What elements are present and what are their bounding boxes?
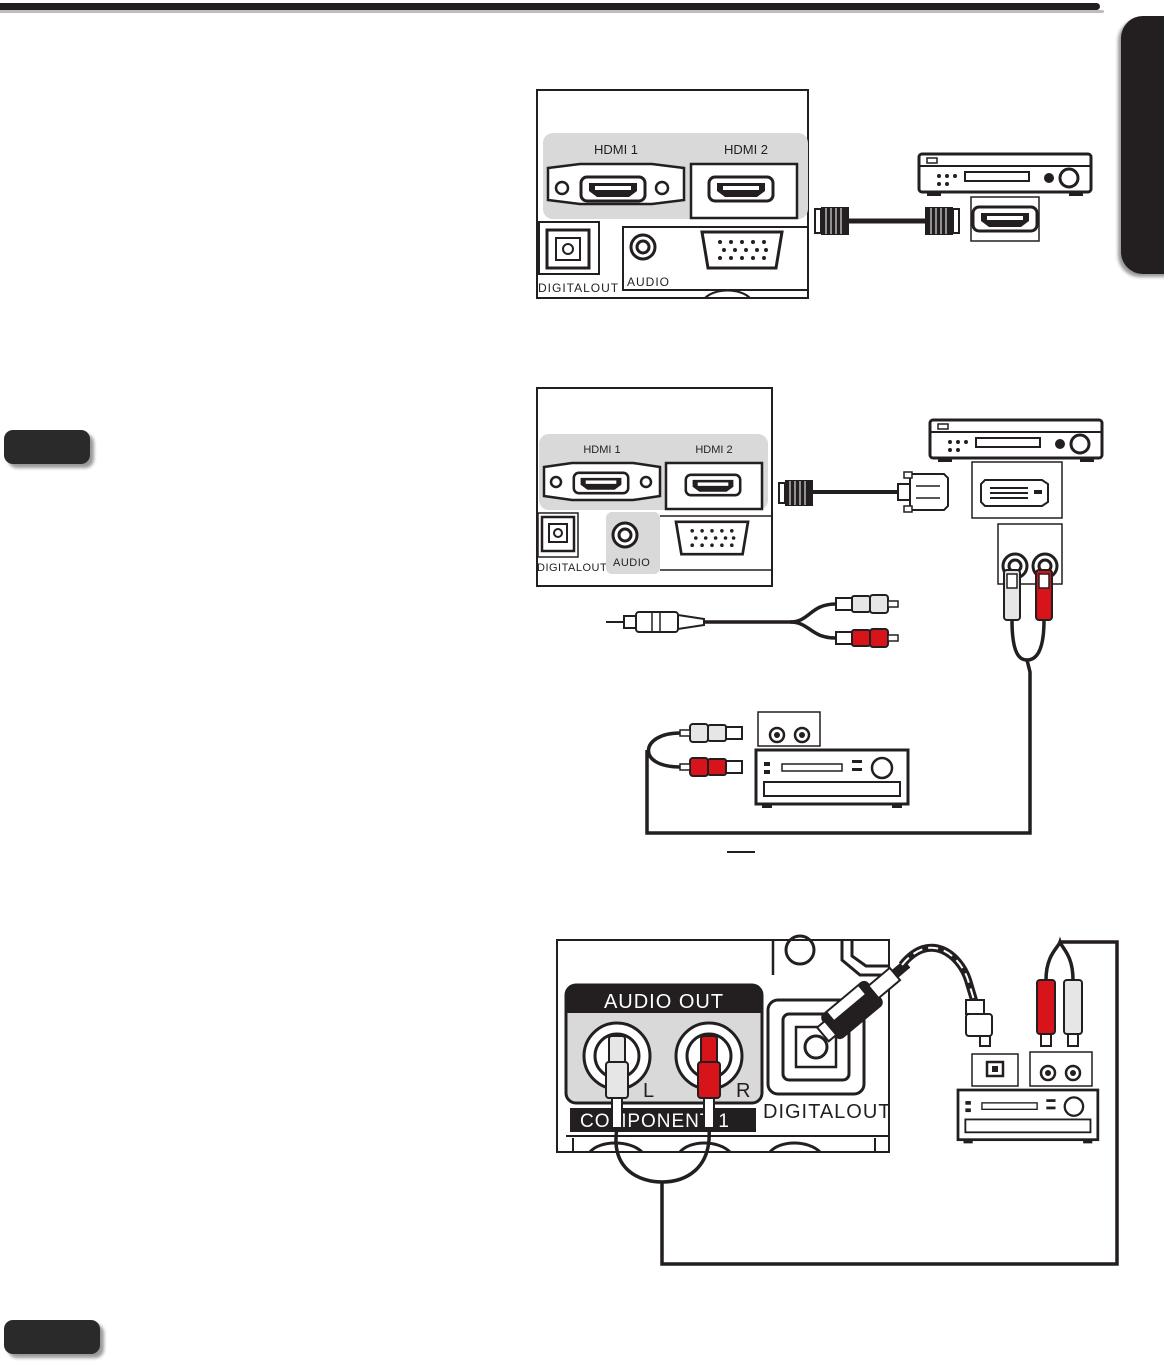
hdmi2-label: HDMI 2 (724, 142, 768, 157)
optical-cable (815, 943, 993, 1047)
hdmi-cable (814, 207, 960, 235)
hdmi1-port (572, 471, 630, 495)
digital-out-label: DIGITALOUT (537, 562, 607, 574)
audio-label: AUDIO (613, 557, 650, 569)
player-hdmi-port (971, 205, 1039, 233)
vga-port (700, 230, 784, 270)
digital-out-label: DIGITALOUT (763, 1101, 892, 1123)
dvd-player-icon (928, 418, 1104, 464)
tv-rca-plugs (605, 940, 1119, 1266)
hdmi2-port (707, 175, 775, 203)
header-rule-shadow (0, 10, 1104, 13)
hdmi1-label: HDMI 1 (594, 142, 638, 157)
audio-label: AUDIO (627, 275, 670, 289)
hdmi1-port (579, 175, 647, 203)
receiver-audio-in-box (1029, 1051, 1093, 1087)
diagram-3-audio-out-connection: AUDIO OUT L R DIGITALOUT COMPONENT 1 (556, 934, 1119, 1266)
minijack-rca-cable (606, 594, 899, 648)
note-badge (4, 430, 90, 464)
hdmi2-port-bracket (664, 461, 764, 511)
hdmi-dvi-cable (778, 471, 949, 513)
receiver-audio-in-box (757, 711, 821, 747)
left-channel-label: L (643, 1080, 654, 1102)
vga-port (674, 520, 750, 556)
note-badge (4, 1320, 100, 1354)
audio-receiver-icon (754, 748, 910, 810)
diagram-2-dvi-audio-connection: HDMI 1 HDMI 2 DIGITALOUT AUDIO (536, 387, 1104, 853)
audio-receiver-icon (956, 1088, 1100, 1145)
hdmi2-label: HDMI 2 (695, 444, 732, 456)
receiver-rca-cable (645, 659, 1032, 835)
diagram-1-hdmi-connection: HDMI 1 HDMI 2 DIGITALOUT AUDIO (536, 89, 1093, 299)
audio-jack (629, 233, 657, 261)
section-side-tab (1121, 16, 1164, 274)
digital-out-label: DIGITALOUT (538, 281, 619, 295)
dvd-player-icon (917, 152, 1093, 198)
receiver-rca-plugs (1036, 936, 1083, 1047)
audio-out-label: AUDIO OUT (604, 991, 724, 1013)
audio-jack (611, 521, 639, 549)
right-channel-label: R (736, 1080, 750, 1102)
header-rule (0, 3, 1100, 10)
hdmi2-port (684, 473, 742, 497)
component-banner (570, 1108, 756, 1132)
player-rca-plugs (1003, 569, 1053, 662)
hdmi1-label: HDMI 1 (583, 444, 620, 456)
